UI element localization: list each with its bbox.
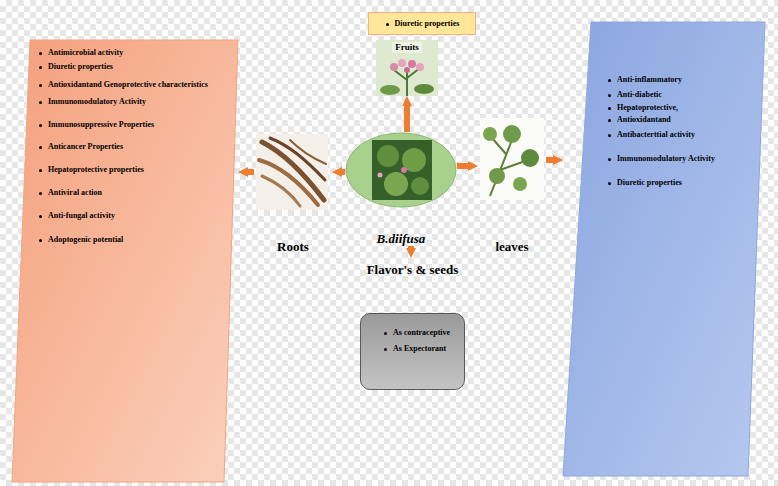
panel-parallelogram [12,40,238,482]
roots-photo [256,134,328,210]
arrow-connector [342,169,345,175]
leaf [411,177,429,195]
part-node: Fruits [376,40,438,96]
flower [416,63,424,71]
property-item: Anti-fungal activity [38,211,213,221]
leaf [521,149,539,167]
flower [401,167,407,173]
part-node: leaves [478,116,546,254]
root [259,160,318,205]
part-heading: Flavor's & seeds [367,262,459,277]
plant-photo [372,140,432,200]
leaf [380,85,400,95]
photo-ground [256,134,328,210]
plant-ellipse-outline [346,133,456,207]
panel-shape [563,22,765,476]
arrow-connector [457,163,468,169]
stem [490,138,528,196]
arrow-connector [546,157,553,163]
part-node: Roots [254,130,332,254]
property-panel: Antimicrobial activityDiuretic propertie… [12,40,238,482]
leaf [513,177,527,191]
part-label: Roots [277,239,309,254]
leaf [377,145,399,167]
property-item: Hepatoprotective, [607,103,747,113]
leaf [503,125,521,143]
property-item: Anticancer Properties [38,142,213,152]
property-item: Diuretic properties [38,62,213,72]
arrow-connector [408,246,414,248]
leaf [483,127,497,141]
arrow-connector [404,106,410,132]
flower [378,173,383,178]
ellipse-shape [345,132,457,208]
property-item: Anti-diabetic [607,90,747,100]
root [262,176,300,206]
plant-name: B.diifusa [377,231,426,246]
leaf [489,168,505,184]
use-item: As Expectorant [383,344,456,354]
property-item: Antiviral action [38,188,213,198]
stem [394,68,420,96]
leaf [384,172,408,196]
flower [408,60,416,68]
flower [404,67,410,73]
plant-ellipse: B.diifusa [345,132,457,246]
property-item: Immunomodulatory Activity [38,97,213,107]
photo-ground [376,40,438,96]
property-item: Antioxidantand [607,115,747,125]
property-item: Antioxidantand Genoprotective characteri… [38,80,213,90]
leaf [414,84,434,94]
flower [398,59,406,67]
part-label: leaves [495,239,528,254]
property-item: Anti-inflammatory [607,75,747,85]
fruits-photo [376,40,438,96]
arrow-connector [248,169,254,175]
root [270,138,325,180]
panel-parallelogram [563,22,765,476]
panel-shape [12,40,238,482]
leaf [402,148,426,172]
property-item: Antibacterttial activity [607,130,747,140]
property-item: Hepatoprotective properties [38,165,213,175]
property-item: Immunosuppressive Properties [38,120,213,130]
flower [390,63,398,71]
leaves-photo [480,118,544,200]
part-node: Flavor's & seeds As contraceptive As Expec… [345,258,480,394]
property-item: Adoptogenic potential [38,235,213,245]
photo-ground [480,118,544,200]
part-label: Fruits [392,42,422,53]
use-item: As contraceptive [383,328,456,338]
property-panel: Anti-inflammatoryAnti-diabeticHepatoprot… [563,22,765,476]
property-item: Antimicrobial activity [38,48,213,58]
property-item: Immunomodulatory Activity [607,154,747,164]
root [290,140,326,164]
property-item: Diuretic properties [607,178,747,188]
root [262,142,324,200]
use-box: As contraceptive As Expectorant [360,313,465,390]
property-tag-text: Diuretic properties [385,19,460,29]
photo-ground [372,140,432,200]
property-tag: Diuretic properties [368,12,476,35]
